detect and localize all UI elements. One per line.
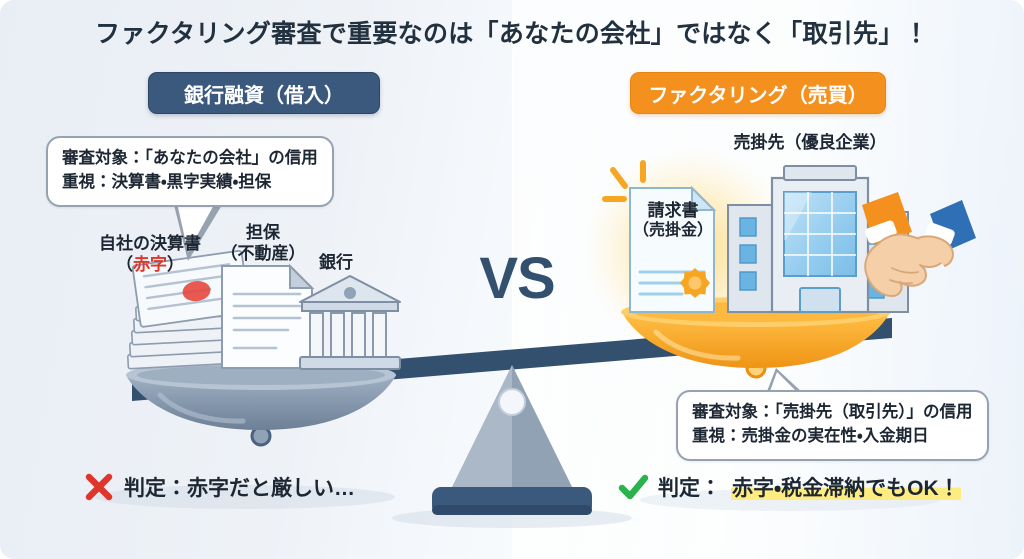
badge-factoring: ファクタリング（売買） — [630, 72, 886, 114]
caption-financials-main: 自社の決算書 — [99, 234, 201, 253]
left-bubble-line-1: 審査対象：「あなたの会社」の信用 — [62, 149, 318, 167]
verdict-bank-loan: 判定：赤字だと厳しい… — [84, 472, 355, 502]
left-bubble-line-2: 重視：決算書・黒字実績・担保 — [62, 172, 272, 191]
badge-bank-loan: 銀行融資（借入） — [148, 72, 380, 114]
document-icon — [221, 263, 315, 369]
invoice-label-line-1: 請求書 — [647, 201, 699, 220]
page-title: ファクタリング審査で重要なのは「あなたの会社」ではなく「取引先」！ — [95, 20, 929, 48]
bank-building-icon — [299, 275, 401, 370]
caption-collateral-main: 担保 — [246, 223, 280, 242]
left-bubble-tail-fill — [177, 203, 215, 252]
caption-collateral: 担保 （不動産） — [198, 222, 328, 265]
right-bubble-line-2: 重視：売掛金の実在性・入金期日 — [692, 426, 929, 445]
invoice-label: 請求書 （売掛金） — [630, 200, 716, 241]
paren-open: （ — [116, 255, 133, 275]
seal-stamp-icon — [680, 268, 710, 298]
right-bubble-line-1: 審査対象：「売掛先（取引先）」の信用 — [692, 403, 973, 421]
verdict-left-text: 判定：赤字だと厳しい… — [124, 477, 355, 500]
check-icon — [618, 474, 648, 500]
cross-icon — [85, 473, 113, 501]
verdict-factoring: 判定： 赤字・税金滞納でもOK！ — [618, 472, 961, 502]
caption-financial-statements: 自社の決算書 （赤字） — [60, 233, 240, 276]
deficit-word: 赤字 — [133, 255, 167, 275]
verdict-right-text-plain: 判定： — [658, 477, 721, 500]
vs-label: VS — [479, 246, 555, 311]
paren-close: ） — [167, 255, 184, 275]
invoice-icon — [629, 185, 717, 313]
left-pan — [126, 360, 396, 430]
caption-collateral-sub: （不動産） — [220, 244, 306, 264]
center-divider — [512, 0, 514, 559]
invoice-label-line-2: （売掛金） — [632, 222, 713, 240]
right-criteria-bubble: 審査対象：「売掛先（取引先）」の信用 重視：売掛金の実在性・入金期日 — [676, 390, 989, 461]
sparkle-icon — [602, 160, 646, 202]
caption-client-company: 売掛先（優良企業） — [733, 133, 887, 152]
right-bubble-tail-fill — [769, 372, 799, 394]
verdict-right-text-highlight: 赤字・税金滞納でもOK！ — [731, 472, 961, 502]
caption-bank: 銀行 — [319, 253, 353, 272]
left-criteria-bubble: 審査対象：「あなたの会社」の信用 重視：決算書・黒字実績・担保 — [46, 136, 334, 207]
caption-financials-sub: （赤字） — [60, 254, 240, 275]
handshake-icon — [862, 192, 976, 297]
